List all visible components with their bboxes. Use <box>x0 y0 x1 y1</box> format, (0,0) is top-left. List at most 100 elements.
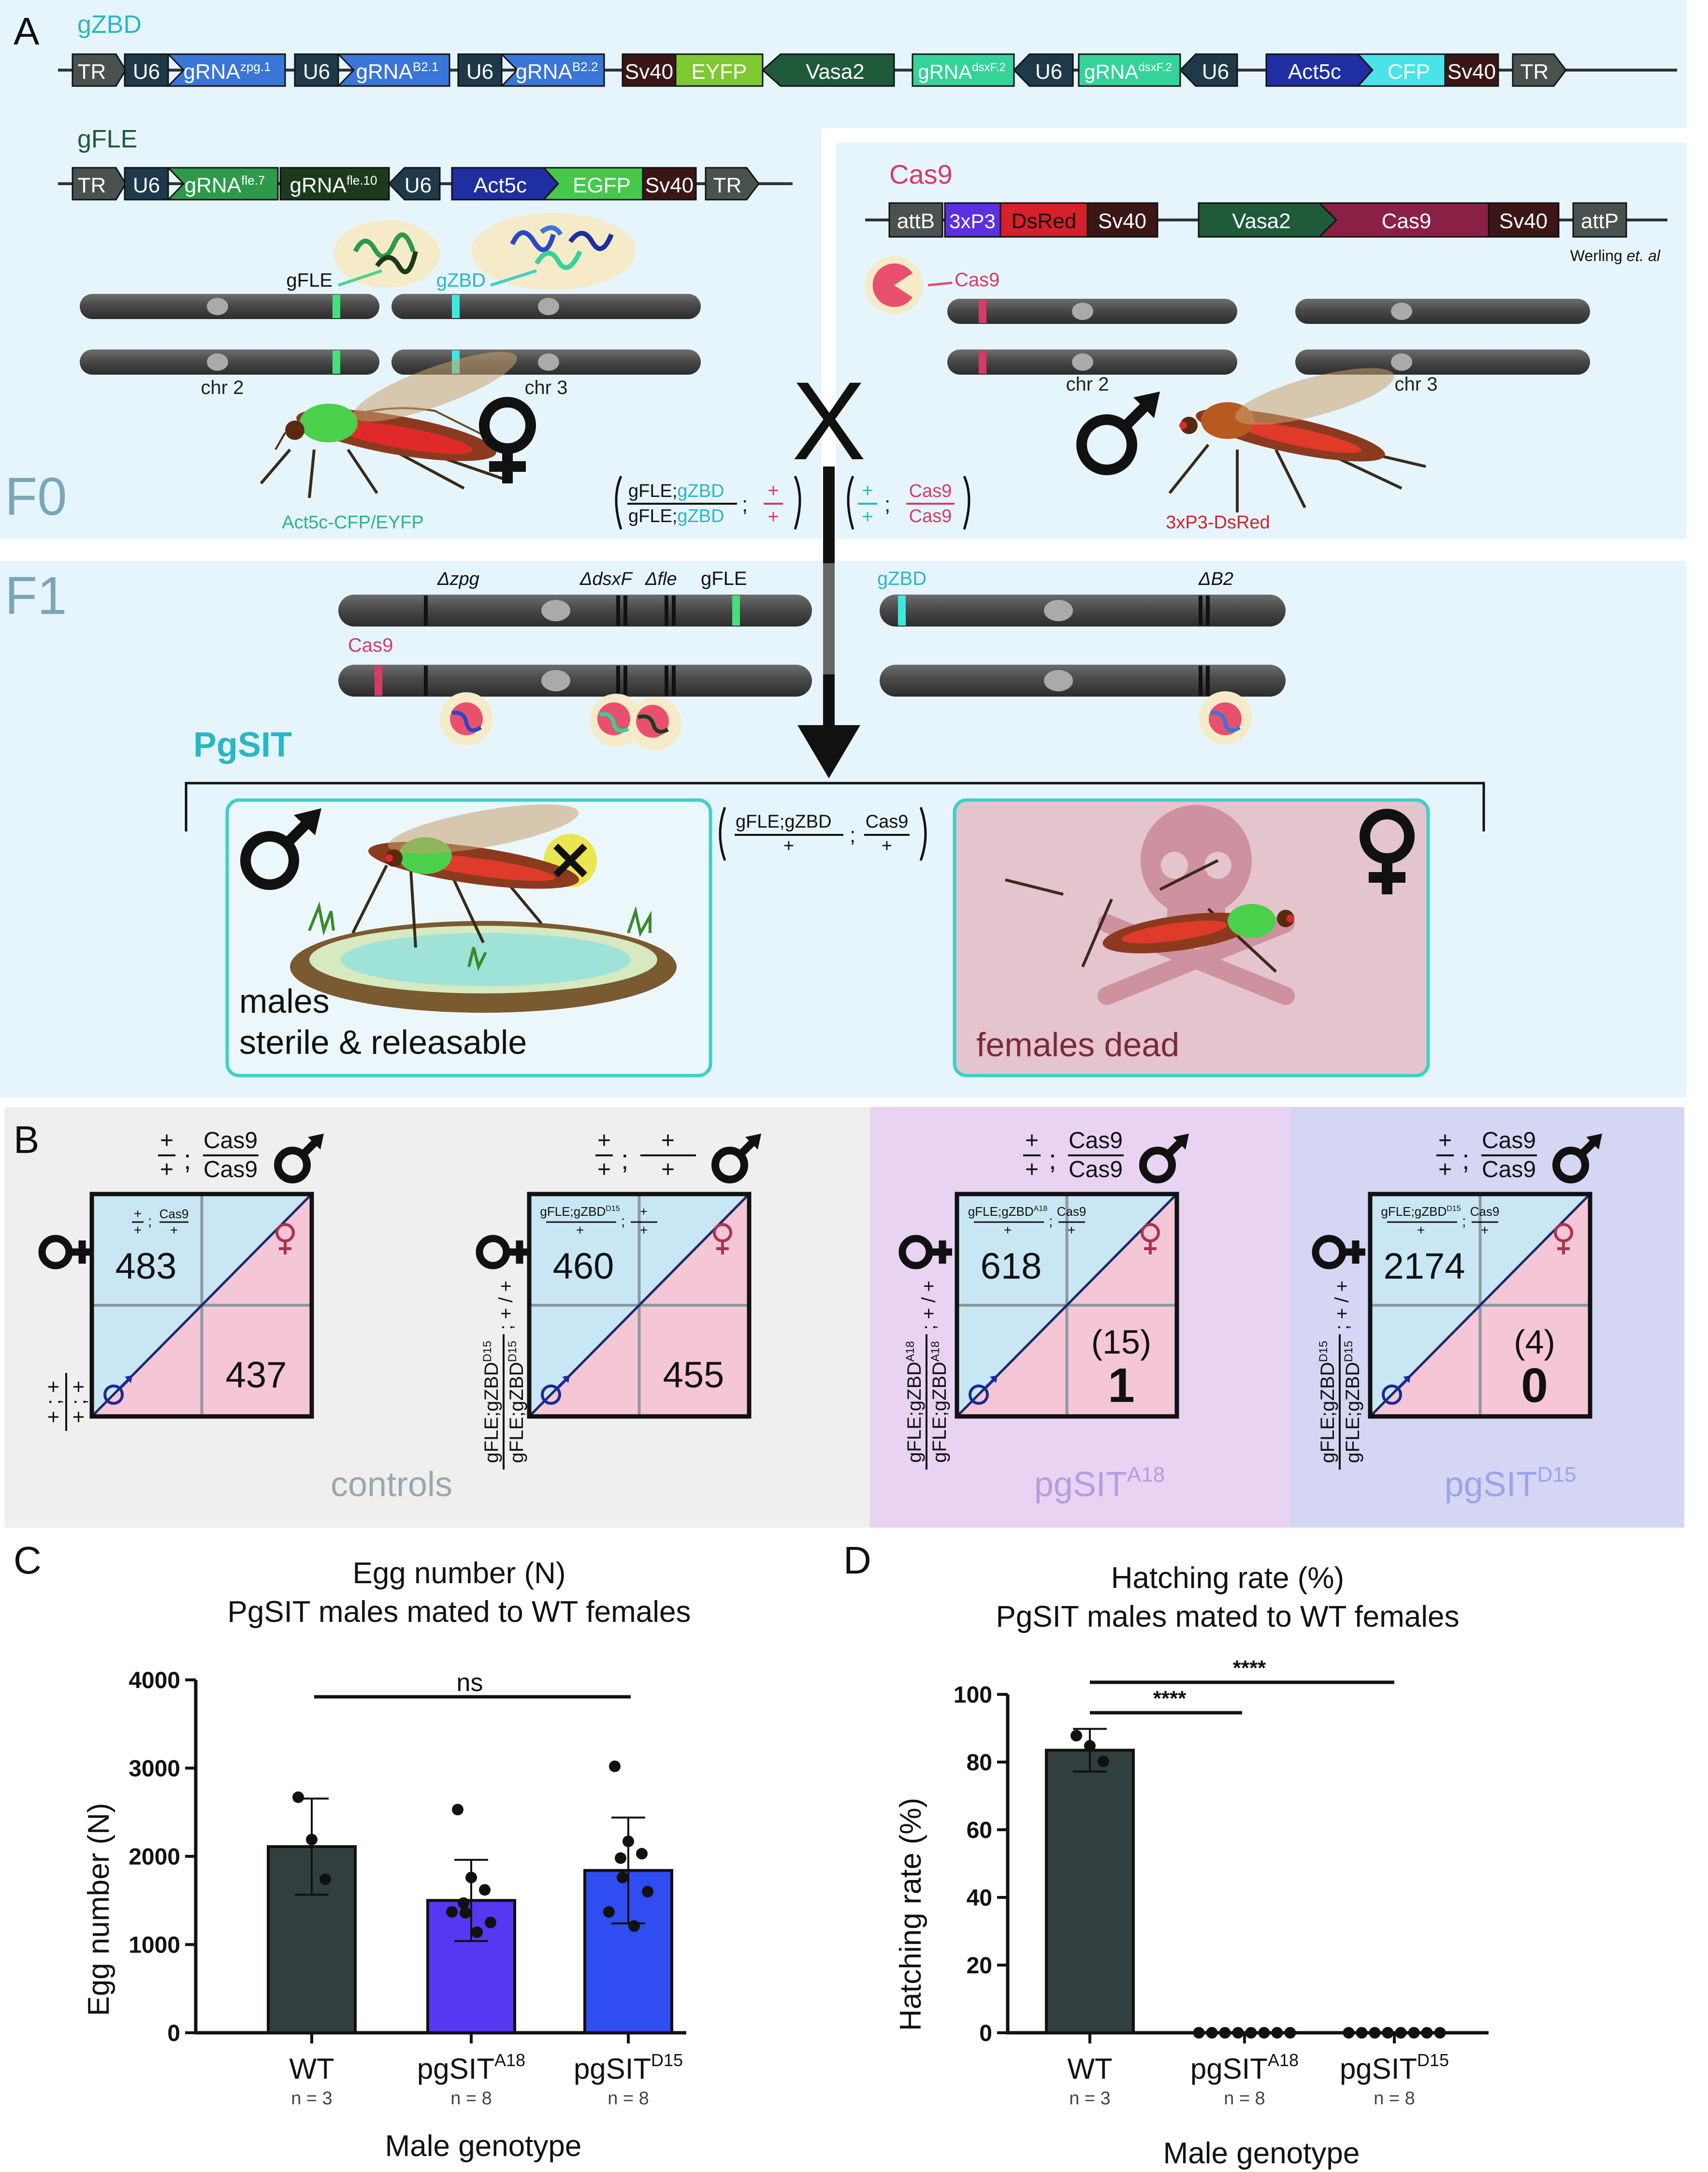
gzbd-u6-5: U6 <box>1179 53 1238 87</box>
svg-text:gRNAdsxF.2: gRNAdsxF.2 <box>918 60 1005 83</box>
cas9-title: Cas9 <box>889 159 953 190</box>
data-point-0-2 <box>1098 1755 1109 1767</box>
n-label-1: n = 8 <box>1224 2088 1265 2109</box>
female-symbol-icon <box>898 1235 952 1269</box>
svg-text:U6: U6 <box>133 60 160 84</box>
square-border <box>955 1192 1179 1419</box>
male-geno-plus-top: + <box>1025 1128 1039 1153</box>
svg-text:Act5c: Act5c <box>474 174 527 197</box>
f0-female-genotype: gFLE;gZBD gFLE;gZBD ; + + <box>615 475 801 530</box>
f0-chr2-label: chr 2 <box>201 377 244 398</box>
svg-text:U6: U6 <box>466 60 493 84</box>
n-label-0: n = 3 <box>291 2088 333 2109</box>
svg-text:+ ; +: + ; + <box>42 1381 65 1423</box>
svg-text:Cas9: Cas9 <box>909 506 952 526</box>
svg-text:U6: U6 <box>1035 60 1062 84</box>
male-geno-bot2: Cas9 <box>1069 1157 1123 1182</box>
data-point-1-5 <box>1258 2027 1270 2039</box>
svg-text:+ ; +: + ; + <box>67 1381 90 1423</box>
gfle-egfp: EGFP <box>542 167 644 201</box>
controls-label: controls <box>331 1465 452 1504</box>
svg-text:Cas9: Cas9 <box>909 481 952 501</box>
male-symbol-icon <box>1076 392 1160 475</box>
cell-genotype: ++;Cas9+ <box>132 1206 188 1238</box>
svg-text:+: + <box>882 836 892 856</box>
data-point-1-7 <box>471 1926 483 1938</box>
male-geno-top2: Cas9 <box>1069 1128 1123 1153</box>
f1-genotype: gFLE;gZBD + ; Cas9 + <box>719 807 927 861</box>
svg-text:+: + <box>1481 1223 1489 1238</box>
male-geno-plus-top: + <box>1438 1128 1452 1153</box>
cas9-3xp3: 3xP3 <box>944 202 1001 238</box>
f1-gfle: gFLE <box>701 568 747 589</box>
gzbd-tr-left: TR <box>72 53 127 87</box>
svg-text:CFP: CFP <box>1388 60 1430 84</box>
male-symbol-icon <box>274 1134 324 1183</box>
females-symbol-icon <box>1360 809 1415 894</box>
data-point-1-1 <box>465 1871 477 1883</box>
f1-ddsxf: ΔdsxF <box>579 569 633 589</box>
sterile-male-mosquito-illustration <box>351 804 597 948</box>
svg-text:+: + <box>767 480 779 501</box>
gzbd-grna-dsx2: gRNAdsxF.2 <box>1078 53 1181 87</box>
gzbd-u6-3: U6 <box>457 53 503 87</box>
svg-text:; + / +: ; + / + <box>918 1281 940 1330</box>
square-border <box>89 1192 314 1419</box>
cell-female-symbol-icon <box>1141 1223 1160 1254</box>
data-point-2-2 <box>636 1848 648 1860</box>
male-count: 460 <box>553 1246 614 1287</box>
male-geno-semicolon: ; <box>184 1144 191 1175</box>
male-geno-top2: Cas9 <box>1482 1128 1536 1153</box>
male-count: 2174 <box>1383 1246 1465 1287</box>
gzbd-grna-dsx1: gRNAdsxF.2 <box>912 53 1015 87</box>
svg-text:;: ; <box>1049 1213 1053 1229</box>
female-count: 437 <box>226 1355 287 1396</box>
svg-text:+: + <box>134 1206 142 1221</box>
n-label-1: n = 8 <box>450 2088 492 2109</box>
bar-0 <box>1045 1749 1135 2034</box>
y-tick-label: 1000 <box>129 1933 180 1958</box>
svg-text:gFLE;gZBDD15: gFLE;gZBDD15 <box>540 1204 620 1219</box>
svg-text:U6: U6 <box>405 174 432 197</box>
gzbd-vasa2: Vasa2 <box>761 53 895 87</box>
data-point-1-0 <box>452 1804 463 1816</box>
svg-text:Sv40: Sv40 <box>1499 209 1548 233</box>
svg-text:Sv40: Sv40 <box>645 174 694 197</box>
data-point-0-0 <box>1071 1730 1082 1742</box>
gzbd-u6-2: U6 <box>294 53 339 87</box>
gzbd-eyfp: EYFP <box>675 53 764 87</box>
svg-text:+: + <box>576 1223 584 1238</box>
y-tick-label: 40 <box>967 1885 992 1911</box>
gzbd-u6-1: U6 <box>124 53 169 87</box>
data-point-0-2 <box>319 1873 331 1885</box>
cas9-attp: attP <box>1572 202 1627 238</box>
cas9-sv40-1: Sv40 <box>1086 202 1158 238</box>
data-point-2-3 <box>1382 2027 1394 2039</box>
male-geno-plus-top: + <box>160 1128 174 1153</box>
svg-text:U6: U6 <box>133 174 160 197</box>
y-tick-label: 4000 <box>129 1668 180 1693</box>
f0-gfle-label: gFLE <box>286 270 333 291</box>
svg-text:+: + <box>1417 1223 1425 1238</box>
square-border <box>527 1192 752 1419</box>
gzbd-grna-zpg: gRNAzpg.1 <box>166 53 286 87</box>
svg-text:+: + <box>1068 1223 1075 1238</box>
gfle-u6-2: U6 <box>388 167 441 201</box>
svg-text:;: ; <box>884 493 890 516</box>
y-tick-label: 20 <box>967 1953 992 1979</box>
svg-text:TR: TR <box>78 174 106 197</box>
chart-c-title-2: PgSIT males mated to WT females <box>227 1595 691 1629</box>
males-line1: males <box>239 982 330 1020</box>
x-tick-label-2: pgSITD15 <box>574 2050 683 2085</box>
gzbd-act5c: Act5c <box>1265 53 1374 87</box>
gzbd-u6-4: U6 <box>1013 53 1074 87</box>
svg-text:Vasa2: Vasa2 <box>806 60 865 84</box>
chart-d-sig-2: **** <box>1233 1656 1266 1680</box>
svg-text:attP: attP <box>1581 209 1619 233</box>
svg-text:Cas9: Cas9 <box>159 1207 189 1221</box>
cas9-vasa2: Vasa2 <box>1198 202 1338 238</box>
f1-label: F1 <box>5 566 67 626</box>
svg-text:+: + <box>767 506 779 527</box>
